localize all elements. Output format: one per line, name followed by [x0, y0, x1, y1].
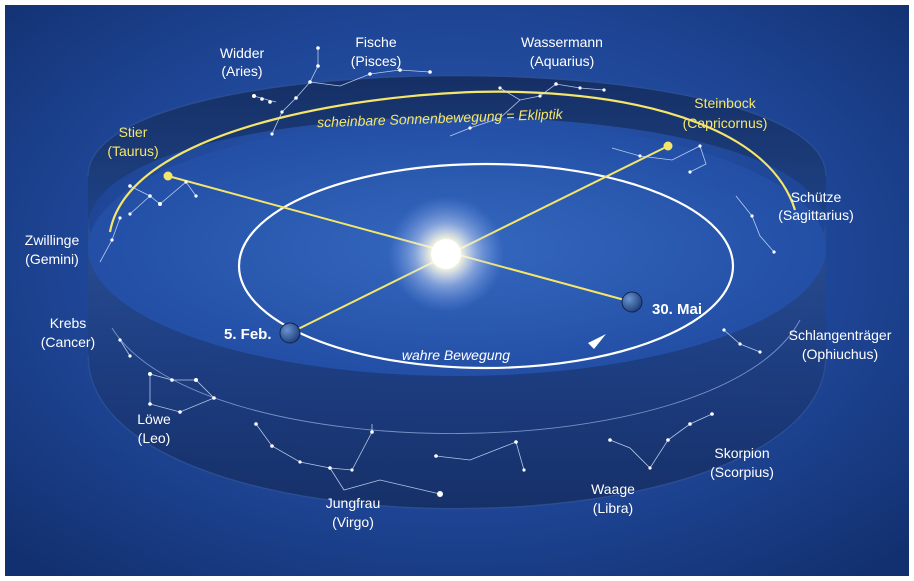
label-pisces-latin: (Pisces) — [351, 53, 402, 69]
label-leo-latin: (Leo) — [138, 430, 171, 446]
label-sagittarius-latin: (Sagittarius) — [778, 207, 853, 223]
label-cancer-latin: (Cancer) — [41, 334, 95, 350]
earth-feb — [279, 322, 301, 344]
label-aries: Widder — [220, 45, 265, 61]
constellation-patterns — [99, 46, 776, 497]
label-ophiuchus-latin: (Ophiuchus) — [802, 346, 878, 362]
sun — [431, 239, 461, 269]
ring-bottom-edge — [87, 354, 827, 510]
label-capricornus-latin: (Capricornus) — [683, 115, 768, 131]
ecliptic-line — [108, 90, 797, 233]
zodiac-ring-back-wall — [88, 75, 826, 228]
label-taurus-latin: (Taurus) — [107, 143, 158, 159]
earth-orbit — [237, 162, 735, 370]
label-scorpius-latin: (Scorpius) — [710, 464, 774, 480]
orbit-direction-arrow — [588, 334, 606, 349]
date-label-feb: 5. Feb. — [224, 326, 272, 343]
label-leo: Löwe — [137, 411, 171, 427]
label-ophiuchus: Schlangenträger — [789, 327, 892, 343]
ring-front-ecliptic-line — [111, 319, 801, 434]
ecliptic-point-capricornus — [663, 141, 673, 151]
ring-top-edge — [87, 74, 827, 177]
label-virgo: Jungfrau — [326, 495, 380, 511]
ecliptic-point-taurus — [163, 171, 173, 181]
label-libra-latin: (Libra) — [593, 500, 633, 516]
label-capricornus: Steinbock — [694, 95, 756, 111]
label-gemini-latin: (Gemini) — [25, 251, 79, 267]
orbit-label: wahre Bewegung — [402, 347, 510, 363]
date-label-may: 30. Mai — [652, 301, 702, 318]
label-taurus: Stier — [119, 124, 148, 140]
earth-may — [621, 291, 643, 313]
label-virgo-latin: (Virgo) — [332, 514, 374, 530]
label-gemini: Zwillinge — [25, 232, 80, 248]
label-aquarius: Wassermann — [521, 34, 603, 50]
label-aquarius-latin: (Aquarius) — [530, 53, 595, 69]
label-pisces: Fische — [355, 34, 396, 50]
label-aries-latin: (Aries) — [221, 63, 262, 79]
label-scorpius: Skorpion — [714, 445, 769, 461]
label-libra: Waage — [591, 481, 635, 497]
label-cancer: Krebs — [50, 315, 87, 331]
label-sagittarius: Schütze — [791, 189, 842, 205]
